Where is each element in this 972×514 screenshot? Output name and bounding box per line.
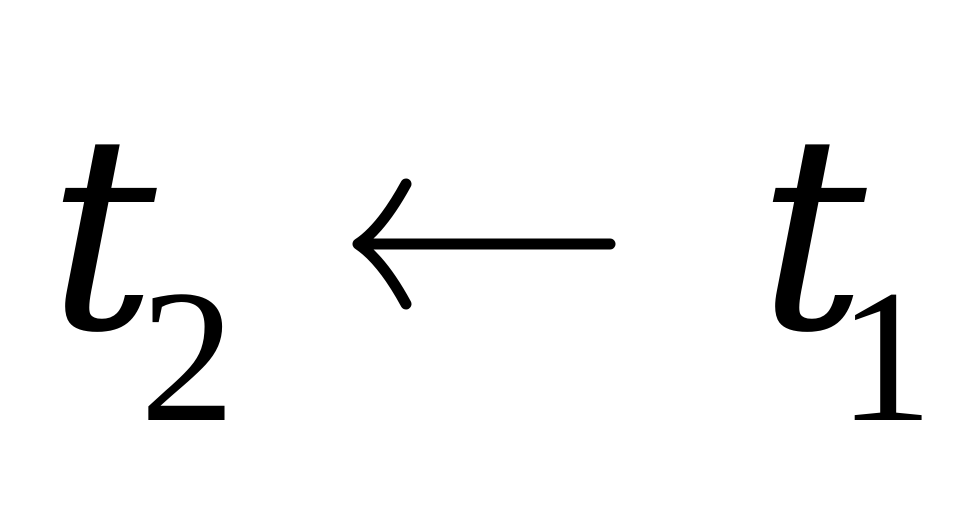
right-subscript: 1: [838, 252, 933, 462]
left-arrow-icon: [352, 178, 616, 310]
left-subscript: 2: [140, 252, 235, 462]
left-variable: t: [48, 77, 157, 392]
right-variable: t: [758, 77, 867, 392]
